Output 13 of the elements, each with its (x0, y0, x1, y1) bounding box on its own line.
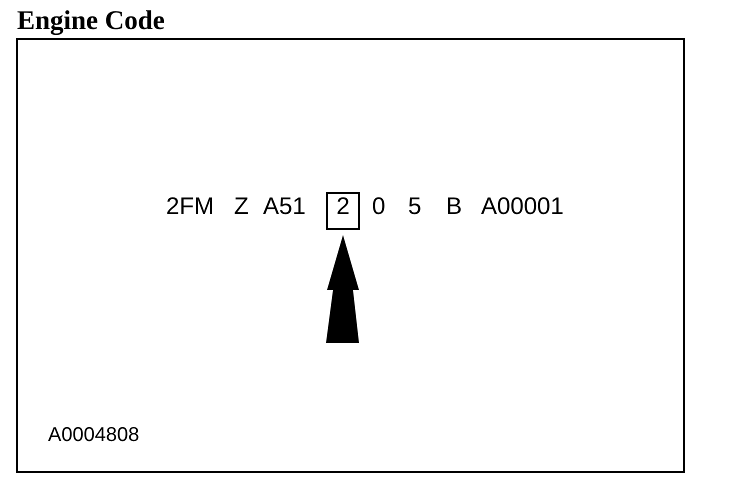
pointer-arrow (326, 235, 359, 343)
code-text: 0 (372, 195, 386, 219)
highlight-box (326, 192, 360, 230)
title: Engine Code (17, 7, 165, 34)
code-text: Z (234, 195, 249, 219)
code-text: 2 (336, 195, 350, 219)
code-text: A00001 (481, 195, 564, 219)
frame-box (16, 38, 685, 473)
code-text: 5 (408, 195, 422, 219)
code-text: B (446, 195, 462, 219)
figure-number: A0004808 (48, 425, 140, 445)
code-text: 2FM (166, 195, 214, 219)
code-text: A51 (263, 195, 306, 219)
